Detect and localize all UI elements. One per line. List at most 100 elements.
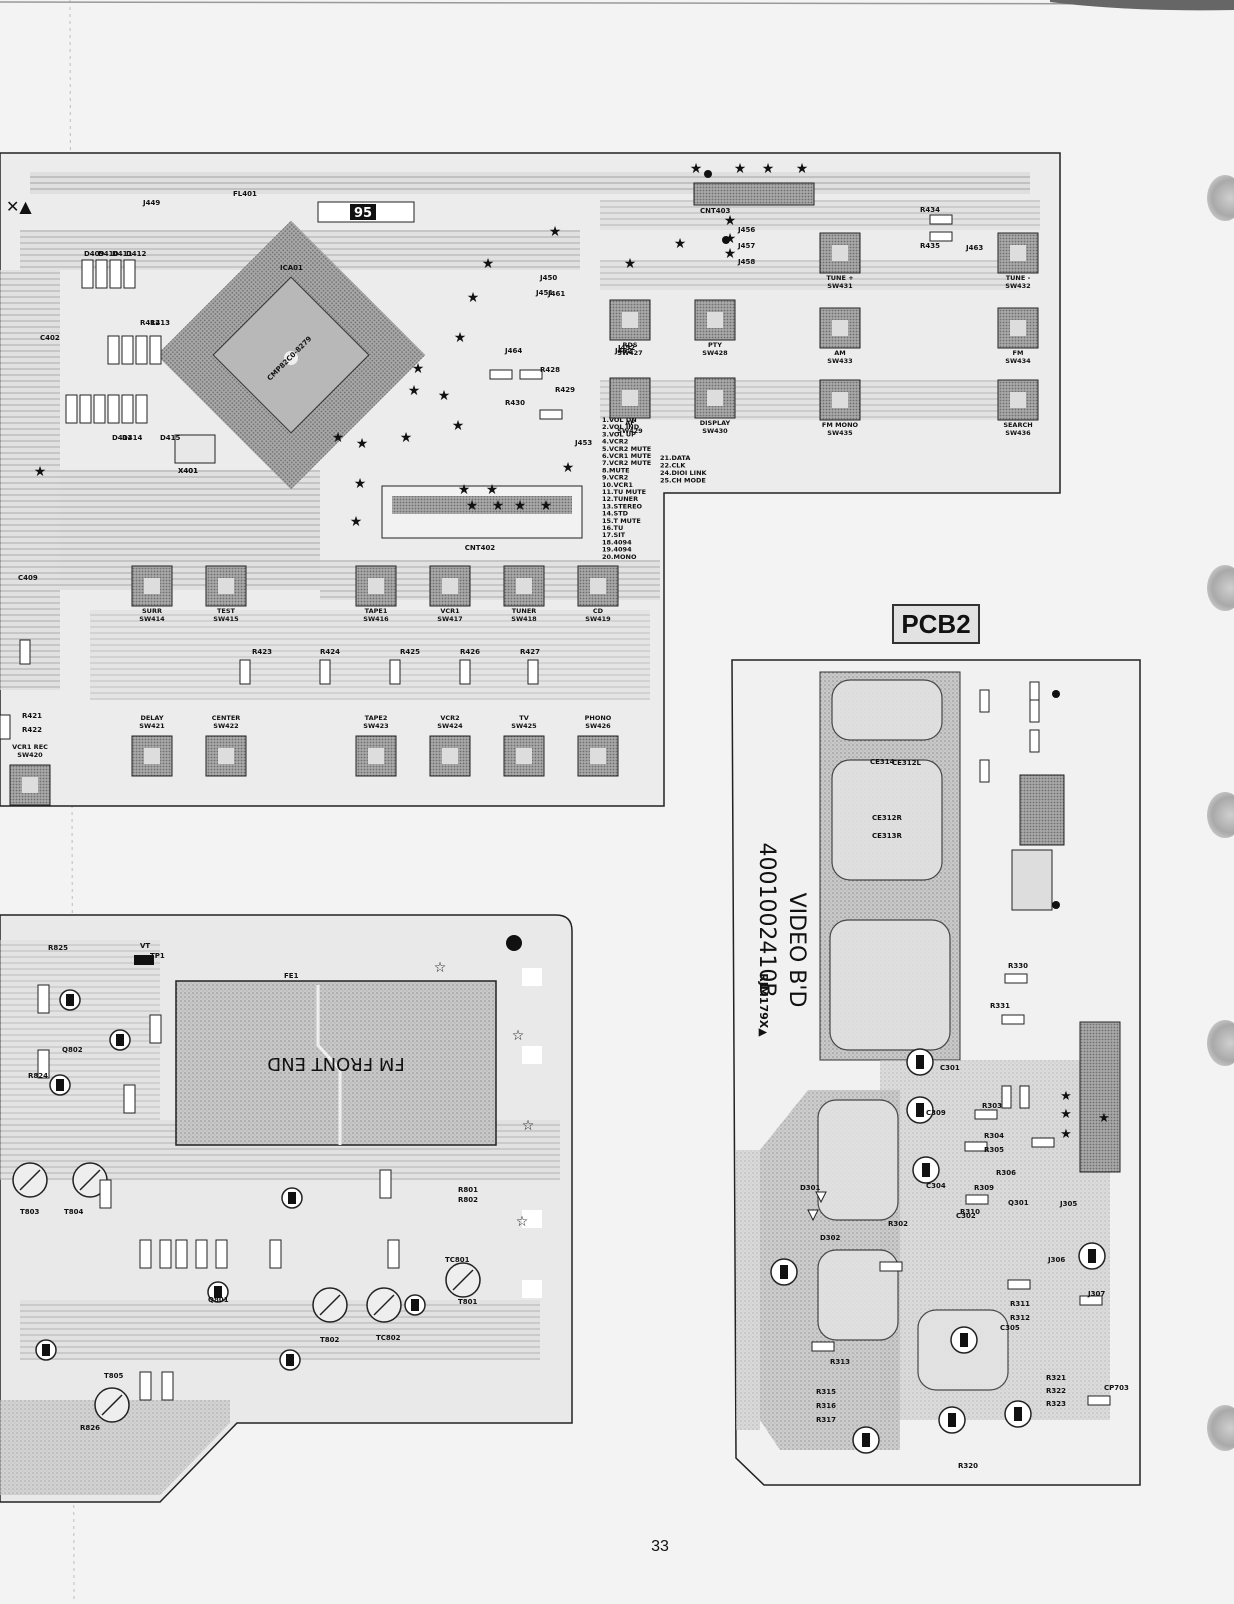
component-ref-label: X401 xyxy=(178,467,198,475)
component-ref-label: R413 xyxy=(150,319,170,327)
pin-legend-item: 16.TU xyxy=(602,524,623,532)
pcb2-ref-label: R331 xyxy=(990,1002,1010,1010)
resistor xyxy=(37,984,50,1014)
pcb2-ref-label: J307 xyxy=(1087,1290,1105,1298)
switch-ref-label: SW416 xyxy=(363,615,389,623)
pcb2-ref-label: R303 xyxy=(982,1102,1002,1110)
resistor xyxy=(489,369,513,380)
test-point-star: ☆ xyxy=(434,960,447,976)
resistor xyxy=(109,259,122,289)
test-point-star: ★ xyxy=(354,476,367,492)
resistor xyxy=(107,335,120,365)
resistor xyxy=(139,1371,152,1401)
test-point-star: ★ xyxy=(458,482,471,498)
component-ref-label: J452 xyxy=(617,344,635,352)
resistor xyxy=(979,689,990,713)
component-ref-label: R412 xyxy=(140,319,160,327)
switch-name-label: CD xyxy=(593,607,604,615)
test-point-star: ★ xyxy=(674,236,687,252)
resistor xyxy=(195,1239,208,1269)
switch-name-label: FM xyxy=(1013,349,1024,357)
component-ref-label: D410 xyxy=(98,250,119,258)
resistor xyxy=(65,394,78,424)
pin-legend-item: 12.TUNER xyxy=(602,495,638,503)
switch-sw431: TUNE +SW431 xyxy=(819,232,861,290)
component-ref-label: R424 xyxy=(320,648,340,656)
component-ref-label: R426 xyxy=(460,648,480,656)
pcb2-ref-label: CE314 xyxy=(870,758,895,766)
pcb2-ref-label: R330 xyxy=(1008,962,1028,970)
switch-name-label: AF xyxy=(625,419,634,427)
resistor xyxy=(123,259,136,289)
pcb2-ref-label: Q301 xyxy=(1008,1199,1029,1207)
component-ref-label: J463 xyxy=(965,244,983,252)
component-ref-label: D413 xyxy=(112,434,133,442)
video-bd-label: VIDEO B'D xyxy=(784,893,809,1008)
switch-ref-label: SW431 xyxy=(827,282,853,290)
test-point-star: ★ xyxy=(762,161,775,177)
tuner-ref-label: T804 xyxy=(64,1208,84,1216)
component-ref-label: D411 xyxy=(112,250,133,258)
resistor xyxy=(81,259,94,289)
fm-front-end-module: FM FRONT END FE1 xyxy=(175,972,497,1146)
test-point-star: ★ xyxy=(438,388,451,404)
resistor xyxy=(95,259,108,289)
resistor xyxy=(159,1239,172,1269)
switch-ref-label: SW428 xyxy=(702,349,728,357)
pin-legend-item: 19.4094 xyxy=(602,546,632,554)
test-point-star: ★ xyxy=(1060,1107,1072,1122)
tuner-ref-label: TP1 xyxy=(150,952,165,960)
resistor xyxy=(1031,1137,1055,1148)
pin-legend-item: 20.MONO xyxy=(602,553,637,561)
resistor xyxy=(527,659,539,685)
test-point-star: ★ xyxy=(412,361,425,377)
test-point-star: ☆ xyxy=(512,1028,525,1044)
component-ref-label: J453 xyxy=(574,439,592,447)
component-ref-label: J458 xyxy=(737,258,755,266)
resistor xyxy=(215,1239,228,1269)
component-ref-label: D415 xyxy=(160,434,181,442)
test-point-star: ★ xyxy=(332,430,345,446)
upper-board: CMP82C0-8279 ICA01 FL401 95 CNT402 CNT40… xyxy=(0,152,1061,807)
switch-name-label: TAPE1 xyxy=(365,607,388,615)
resistor xyxy=(965,1194,989,1205)
component-ref-label: J449 xyxy=(142,199,160,207)
pcb2-ref-label: R315 xyxy=(816,1388,836,1396)
resistor xyxy=(107,394,120,424)
pin-legend-item: 11.TU MUTE xyxy=(602,488,646,496)
component-ref-label: J451 xyxy=(535,289,553,297)
fl-digit: 95 xyxy=(354,206,372,221)
test-point-star: ★ xyxy=(514,498,527,514)
tuner-ref-label: R824 xyxy=(28,1072,48,1080)
tuner-ref-label: R826 xyxy=(80,1424,100,1432)
resistor xyxy=(974,1109,998,1120)
component-ref-label: J457 xyxy=(737,242,755,250)
component-ref-label: R429 xyxy=(555,386,575,394)
resistor xyxy=(1029,699,1040,723)
resistor xyxy=(135,394,148,424)
test-point-star: ★ xyxy=(356,436,369,452)
test-point-star: ☆ xyxy=(522,1118,535,1134)
component-ref-label: J461 xyxy=(547,290,565,298)
pin-legend-item: 18.4094 xyxy=(602,538,632,546)
resistor xyxy=(269,1239,282,1269)
warning-marker: ✕▲ xyxy=(6,197,32,216)
page-number: 33 xyxy=(651,1538,669,1555)
pin-legend-item: 8.MUTE xyxy=(602,466,630,474)
test-point-star: ★ xyxy=(482,256,495,272)
resistor xyxy=(121,394,134,424)
binder-hole-5 xyxy=(1207,1405,1234,1451)
pcb2-ref-label: R309 xyxy=(974,1184,994,1192)
switch-name-label: DISPLAY xyxy=(700,419,731,427)
resistor xyxy=(1087,1395,1111,1406)
pin-legend-item: 21.DATA xyxy=(660,454,690,462)
fm-front-end-label: FM FRONT END xyxy=(267,1053,405,1074)
